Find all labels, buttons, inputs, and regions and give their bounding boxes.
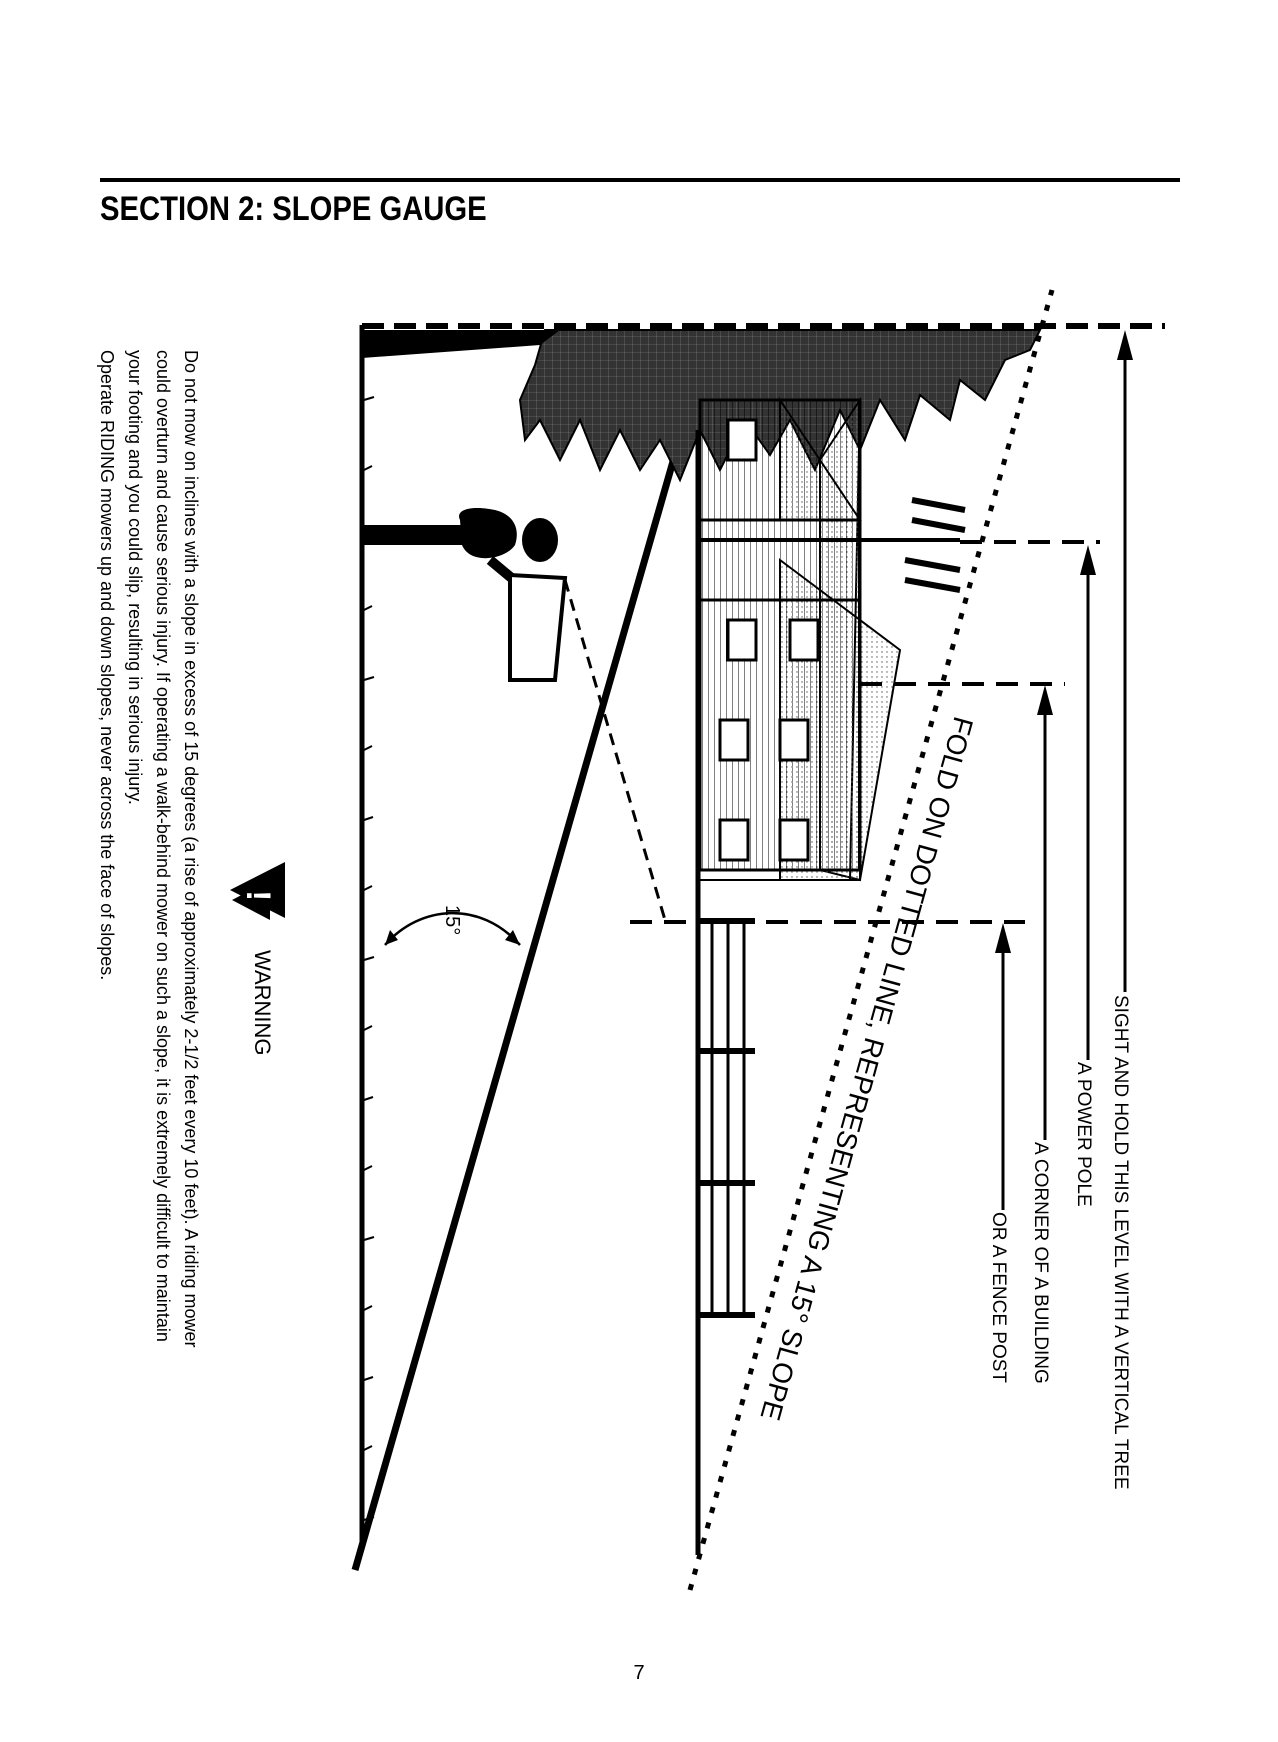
angle-indicator: 15° (384, 905, 521, 946)
fold-dotted-line (687, 289, 1055, 1591)
warning-line-1: Do not mow on inclines with a slope in e… (181, 350, 201, 1348)
building-illustration (698, 396, 902, 882)
person-silhouette (362, 508, 568, 682)
svg-text:!: ! (239, 890, 277, 901)
page-number: 7 (633, 1662, 645, 1684)
warning-triangle-icon: ! (230, 862, 285, 920)
sight-arrows (995, 330, 1133, 1210)
warning-line-3: your footing and you could slip, resulti… (125, 350, 145, 805)
section-title: SECTION 2: SLOPE GAUGE (100, 190, 487, 228)
slope-ground-line (351, 429, 686, 1571)
angle-label: 15° (441, 905, 463, 935)
header-rule (100, 178, 1180, 182)
sight-label-pole: A POWER POLE (1073, 1062, 1094, 1207)
ground-line (359, 325, 375, 1548)
sight-label-building: A CORNER OF A BUILDING (1030, 1142, 1051, 1384)
warning-line-4: Operate RIDING mowers up and down slopes… (97, 350, 117, 980)
warning-line-2: could overturn and cause serious injury.… (153, 350, 173, 1342)
power-pole (698, 497, 966, 593)
fence-illustration (700, 918, 755, 1318)
sight-line-lower (563, 579, 667, 921)
warning-title: WARNING (250, 950, 275, 1056)
sight-label-tree: SIGHT AND HOLD THIS LEVEL WITH A VERTICA… (1110, 995, 1131, 1490)
sight-label-fence: OR A FENCE POST (988, 1212, 1009, 1383)
